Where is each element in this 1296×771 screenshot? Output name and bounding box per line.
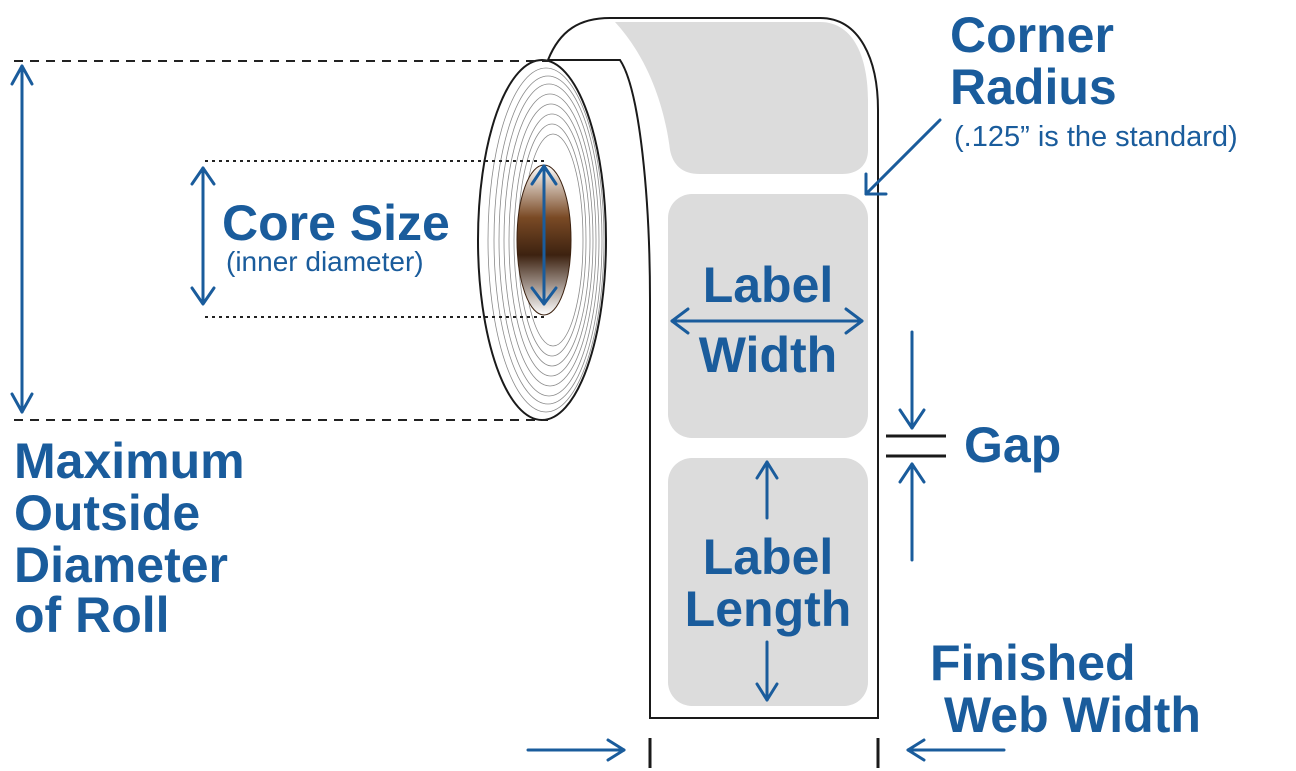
gap-title: Gap (964, 417, 1061, 473)
web-width-indicator (526, 738, 1006, 768)
label-width-arrow (670, 307, 864, 335)
core-size-arrow-core (530, 164, 558, 306)
corner-radius-title-line2: Radius (950, 59, 1117, 115)
finished-web-width-line1: Finished (930, 635, 1136, 691)
max-outside-diameter-line2: Outside (14, 485, 200, 541)
label-width-title-line1: Label (703, 257, 834, 313)
corner-radius-note: (.125” is the standard) (954, 121, 1238, 153)
max-outside-diameter-line4: of Roll (14, 587, 170, 643)
label-rectangle-lower (668, 458, 868, 706)
label-width-title-line2: Width (699, 327, 837, 383)
core-size-title: Core Size (222, 195, 450, 251)
finished-web-width-line2: Web Width (944, 687, 1201, 743)
roll-rings (487, 67, 605, 413)
outer-diameter-arrow (10, 64, 34, 414)
core-size-note: (inner diameter) (226, 246, 424, 277)
label-length-title-line2: Length (685, 581, 852, 637)
core-size-arrow-left (190, 166, 216, 306)
corner-radius-title-line1: Corner (950, 7, 1114, 63)
gap-indicator (886, 330, 946, 562)
label-length-arrow (755, 460, 779, 702)
roll-top-label (615, 22, 868, 174)
label-rectangle-upper (668, 194, 868, 438)
label-length-title-line1: Label (703, 529, 834, 585)
corner-radius-arrow (864, 118, 942, 196)
max-outside-diameter-line3: Diameter (14, 537, 228, 593)
max-outside-diameter-line1: Maximum (14, 433, 245, 489)
